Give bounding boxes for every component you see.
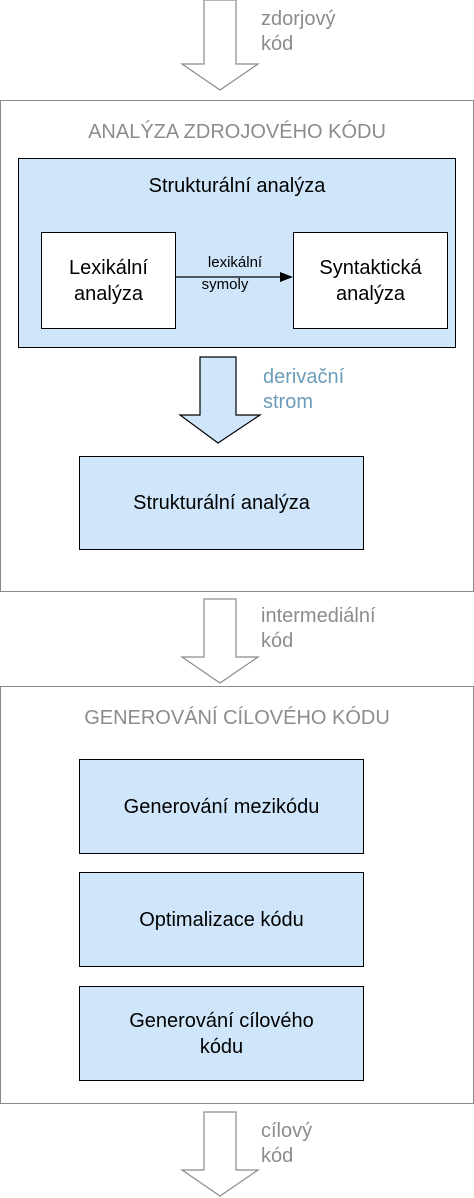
input-flow-label: zdorjový kód — [261, 8, 336, 55]
derivation-arrow — [178, 356, 262, 444]
syntactic-analysis-label: Syntaktická analýza — [319, 256, 422, 305]
lexical-analysis-box: Lexikální analýza — [41, 232, 176, 329]
connector-label-top: lexikální — [207, 254, 263, 271]
structural-analysis-container-title: Strukturální analýza — [148, 175, 326, 197]
output-arrow — [180, 1111, 260, 1197]
target-code-generation-label: Generování cílového kódu — [129, 1009, 314, 1058]
intermediate-code-generation-box: Generování mezikódu — [79, 759, 364, 854]
lexical-to-syntactic-arrow — [176, 272, 293, 282]
structural-analysis-box: Strukturální analýza — [79, 456, 364, 550]
intermediate-flow-label: intermediální kód — [261, 605, 376, 652]
intermediate-arrow — [180, 598, 260, 684]
connector-label-bottom: symoly — [201, 276, 249, 293]
structural-analysis-label: Strukturální analýza — [133, 492, 310, 514]
intermediate-code-generation-label: Generování mezikódu — [123, 795, 320, 818]
target-code-generation-box: Generování cílového kódu — [79, 986, 364, 1081]
code-optimization-box: Optimalizace kódu — [79, 872, 364, 967]
derivation-flow-label: derivační strom — [263, 366, 345, 413]
analysis-section-title: ANALÝZA ZDROJOVÉHO KÓDU — [88, 121, 386, 143]
syntactic-analysis-box: Syntaktická analýza — [293, 232, 448, 329]
lexical-analysis-label: Lexikální analýza — [69, 256, 148, 305]
output-flow-label: cílový kód — [261, 1120, 313, 1167]
code-optimization-label: Optimalizace kódu — [139, 908, 304, 931]
generation-section-title: GENEROVÁNÍ CÍLOVÉHO KÓDU — [84, 707, 390, 729]
input-arrow — [180, 0, 260, 91]
